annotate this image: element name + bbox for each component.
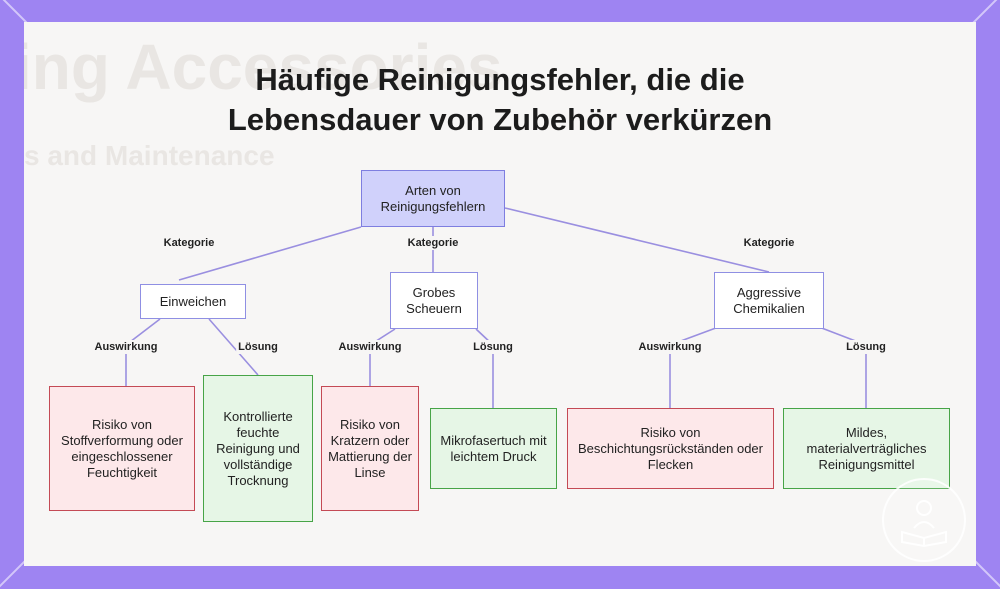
solution-node-grobes-scheuern: Mikrofasertuch mit leichtem Druck (430, 408, 557, 489)
edge-label-category: Kategorie (741, 236, 797, 250)
solution-node-aggressive-chemikalien: Mildes, materialverträgliches Reinigungs… (783, 408, 950, 489)
connector-root-cat1 (178, 226, 362, 281)
category-node-grobes-scheuern: Grobes Scheuern (390, 272, 478, 329)
background-heading: ing Accessories (24, 31, 503, 103)
solution-node-einweichen: Kontrollierte feuchte Reinigung und voll… (203, 375, 313, 522)
category-node-einweichen: Einweichen (140, 284, 246, 319)
edge-label-category: Kategorie (161, 236, 217, 250)
category-node-aggressive-chemikalien: Aggressive Chemikalien (714, 272, 824, 329)
edge-label-effect: Auswirkung (636, 340, 704, 354)
connector-cat1-solution (208, 318, 259, 376)
page-title: Häufige Reinigungsfehler, die die Lebens… (24, 60, 976, 140)
effect-node-aggressive-chemikalien: Risiko von Beschichtungsrückständen oder… (567, 408, 774, 489)
root-node: Arten von Reinigungsfehlern (361, 170, 505, 227)
diagram-card: ing Accessories s and Maintenance Häufig… (24, 22, 976, 566)
title-line-1: Häufige Reinigungsfehler, die die (255, 62, 745, 97)
connector-root-cat3 (504, 207, 770, 273)
effect-node-einweichen: Risiko von Stoffverformung oder eingesch… (49, 386, 195, 511)
edge-label-solution: Lösung (844, 340, 888, 354)
edge-label-solution: Lösung (471, 340, 515, 354)
edge-label-effect: Auswirkung (336, 340, 404, 354)
edge-label-category: Kategorie (405, 236, 461, 250)
title-line-2: Lebensdauer von Zubehör verkürzen (227, 102, 773, 137)
book-reader-icon (882, 478, 966, 562)
effect-node-grobes-scheuern: Risiko von Kratzern oder Mattierung der … (321, 386, 419, 511)
edge-label-effect: Auswirkung (92, 340, 160, 354)
background-subheading: s and Maintenance (24, 140, 275, 171)
edge-label-solution: Lösung (236, 340, 280, 354)
